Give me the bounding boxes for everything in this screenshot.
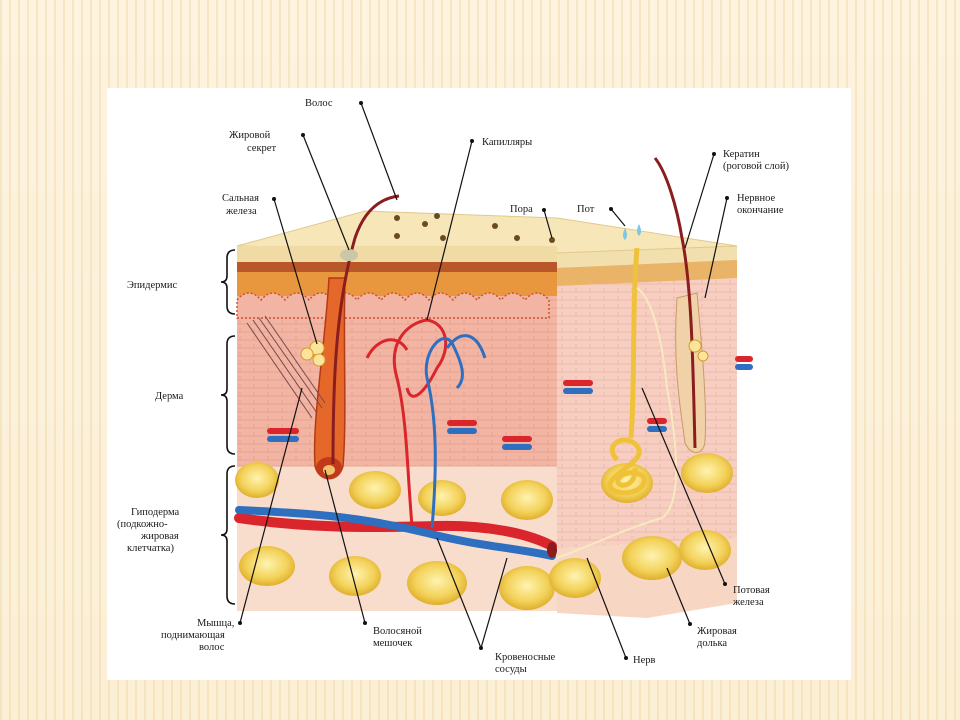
label-muscle-2: поднимающая — [161, 630, 225, 641]
leader-dots — [238, 101, 729, 660]
label-sebum: Жировой — [229, 130, 271, 141]
label-hair: Волос — [305, 98, 333, 109]
skin-structure-diagram: Волос Жировой секрет Сальная железа Эпид… — [117, 98, 789, 675]
label-muscle-3: волос — [199, 642, 225, 653]
right-hair-follicle — [653, 157, 709, 453]
label-sebaceous-gland-2: железа — [225, 206, 257, 217]
label-epidermis: Эпидермис — [127, 280, 178, 291]
label-nerve: Нерв — [633, 655, 655, 666]
label-pore: Пора — [510, 204, 533, 215]
label-capillaries: Капилляры — [482, 137, 532, 148]
pores — [394, 213, 555, 243]
leader-lines — [239, 102, 728, 659]
label-keratin: Кератин — [723, 149, 760, 160]
label-nerve-ending-2: окончание — [737, 205, 784, 216]
nerve — [556, 287, 678, 559]
label-hypodermis-3: жировая — [140, 531, 179, 542]
hair-follicle — [313, 194, 400, 480]
sebaceous-gland — [300, 340, 326, 367]
blood-vessels — [234, 318, 557, 560]
label-hypodermis-2: (подкожно- — [117, 519, 168, 530]
label-hypodermis-4: клетчатка) — [127, 543, 174, 554]
label-sweat-gland-2: железа — [732, 597, 764, 608]
label-dermis: Дерма — [155, 391, 184, 402]
fat-lobules — [235, 453, 733, 610]
label-fat-lobule-2: долька — [697, 638, 727, 649]
label-fat-lobule: Жировая — [697, 626, 737, 637]
diagram-panel: Волос Жировой секрет Сальная железа Эпид… — [107, 88, 851, 680]
vessel-cross-sections — [267, 356, 753, 450]
label-muscle: Мышца, — [197, 618, 234, 629]
label-keratin-2: (роговой слой) — [723, 161, 789, 172]
layer-brackets — [220, 249, 236, 605]
label-blood-vessels: Кровеносные — [495, 652, 556, 663]
sweat-gland — [607, 224, 647, 496]
arrector-pili-muscle — [246, 315, 326, 419]
label-nerve-ending: Нервное — [737, 193, 775, 204]
label-sweat: Пот — [577, 204, 595, 215]
label-follicle-2: мешочек — [373, 638, 413, 649]
label-follicle: Волосяной — [373, 626, 422, 637]
label-sebaceous-gland: Сальная — [222, 193, 259, 204]
label-hypodermis: Гиподерма — [131, 507, 180, 518]
sebum-drop — [340, 249, 358, 261]
label-sebum-2: секрет — [247, 143, 276, 154]
label-sweat-gland: Потовая — [733, 585, 770, 596]
label-blood-vessels-2: сосуды — [495, 664, 527, 675]
